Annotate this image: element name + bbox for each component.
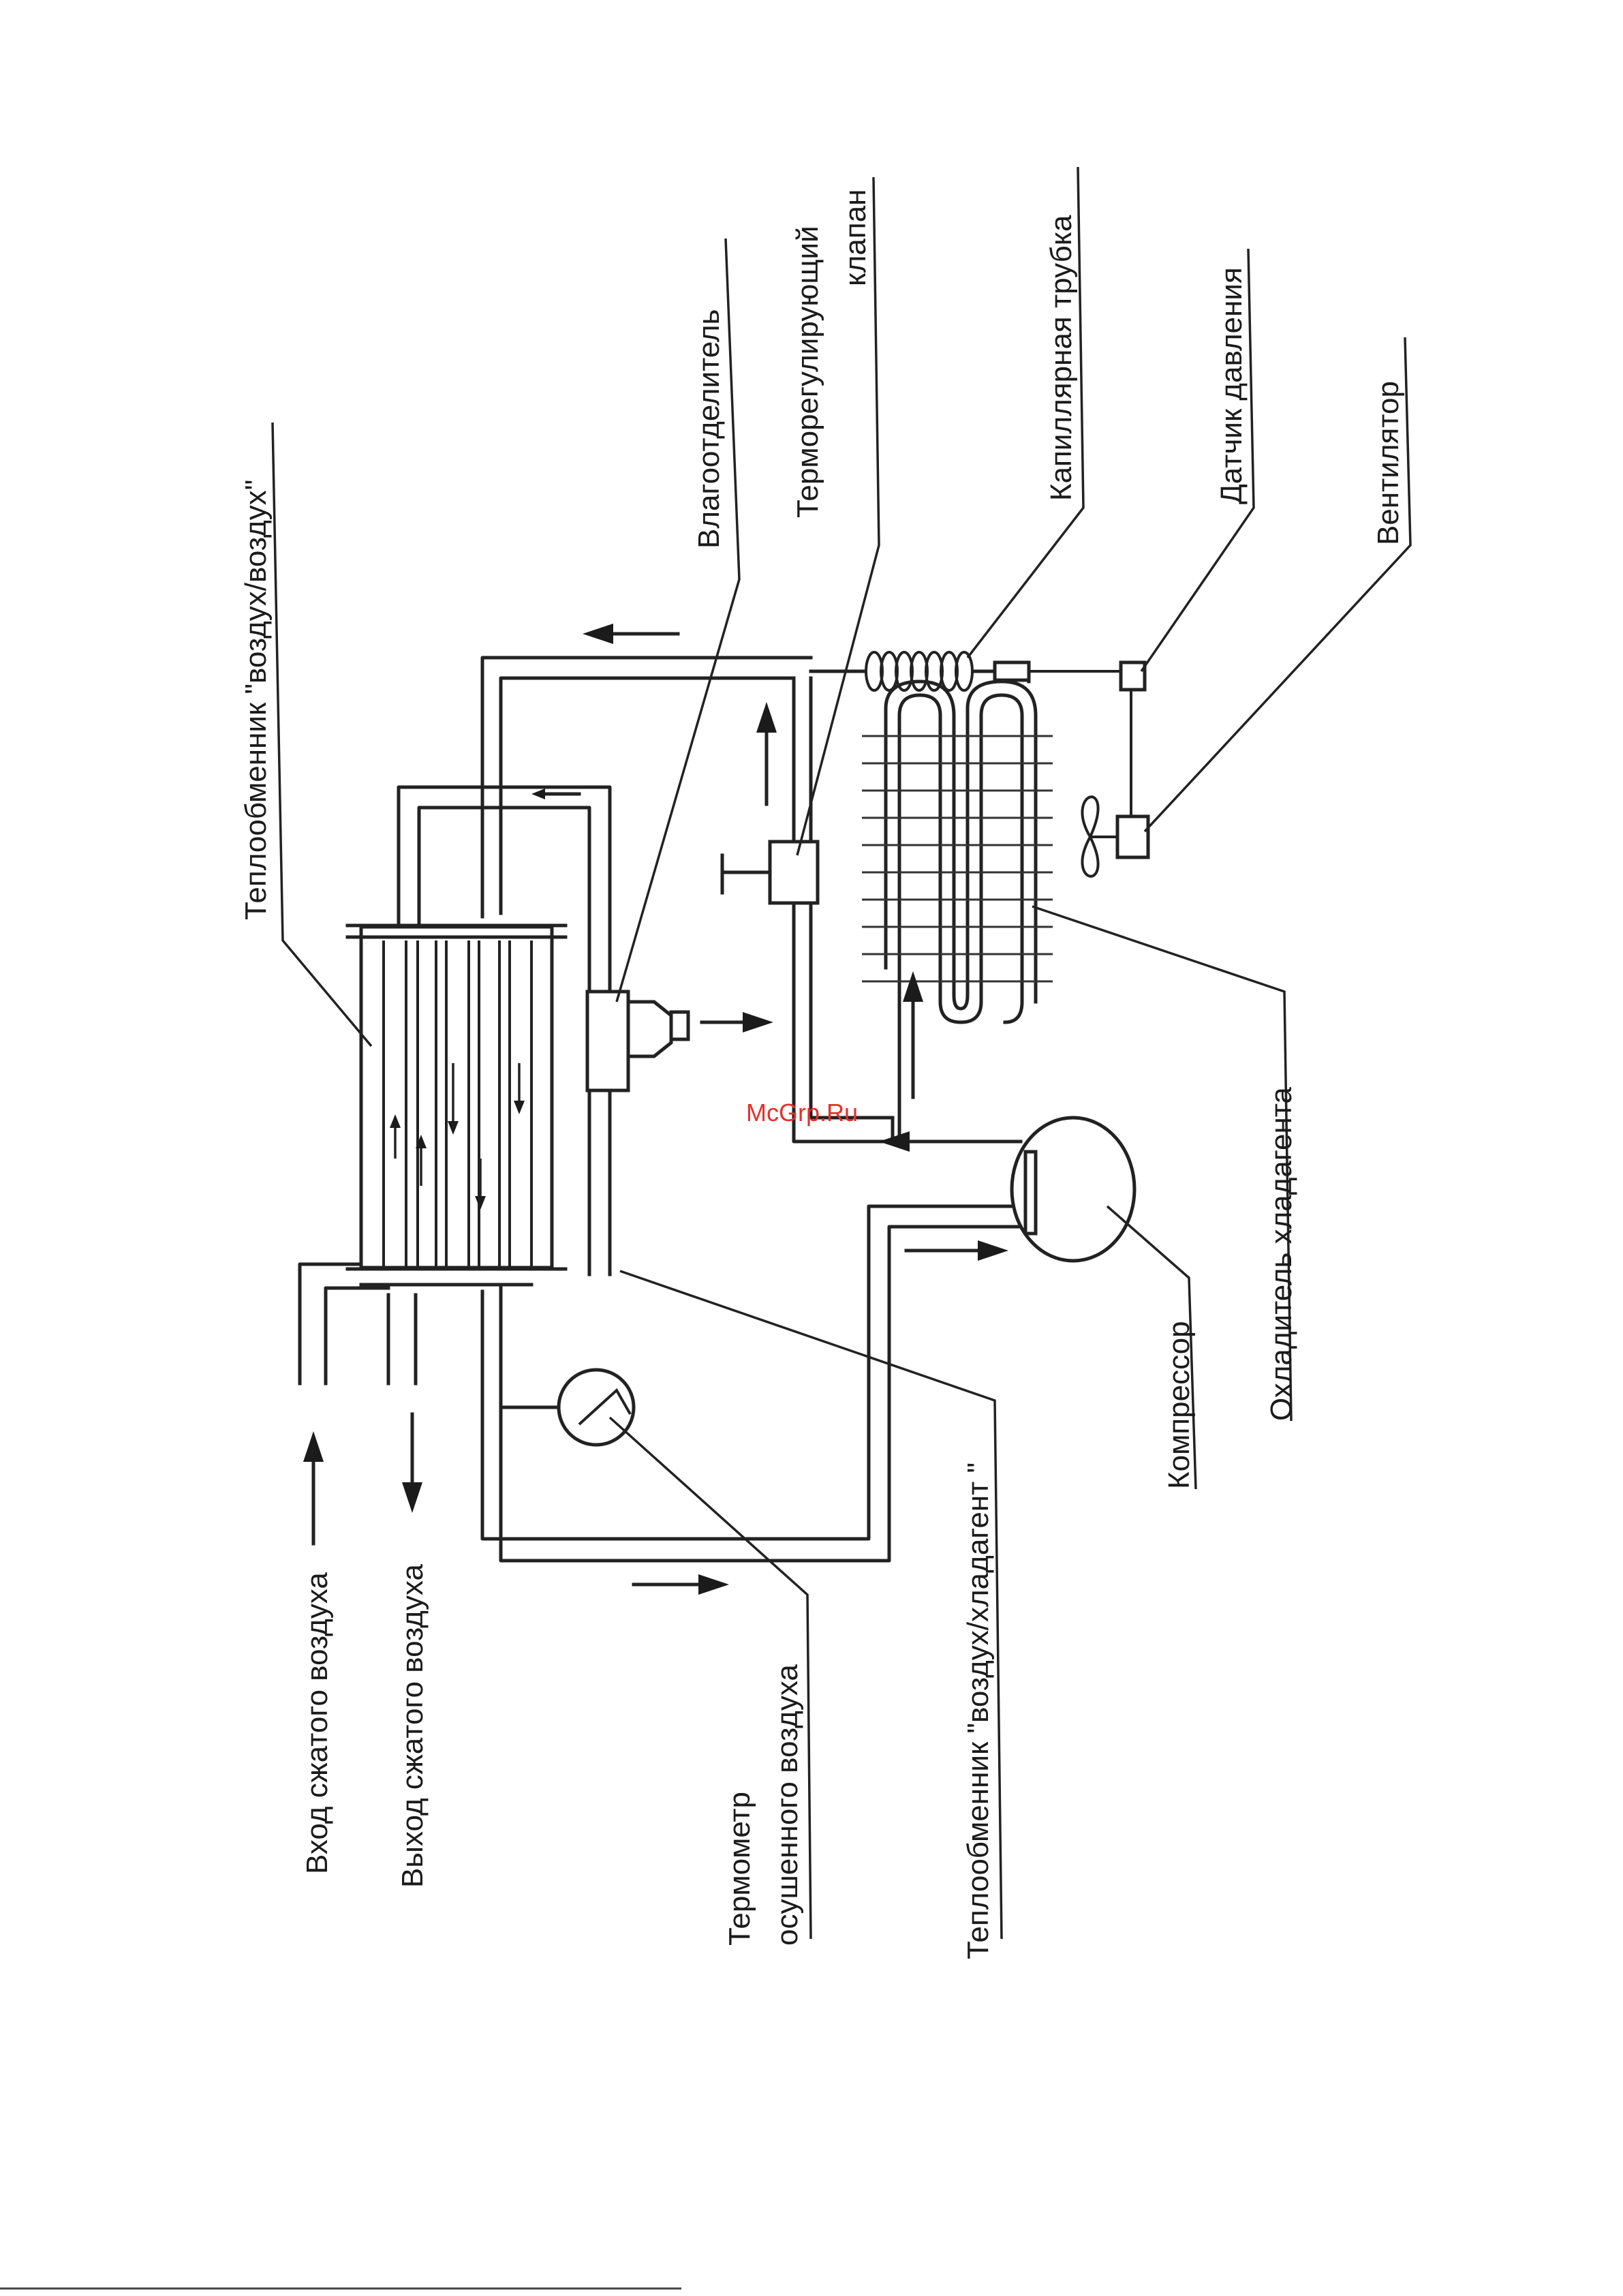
label-air-inlet: Вход сжатого воздуха (300, 1572, 334, 1874)
thermostatic-valve (722, 842, 818, 903)
refrigerant-cooler-coil (862, 682, 1053, 1022)
label-hx-air-air: Теплообменник "воздух/воздух" (239, 480, 273, 920)
label-compressor: Компрессор (1162, 1321, 1196, 1489)
pressure-sensor (1121, 662, 1145, 690)
label-hx-air-refrigerant: Теплообменник "воздух/хладагент " (961, 1463, 995, 1959)
compressor (1012, 1118, 1134, 1261)
watermark: McGrp.Ru (746, 1099, 858, 1127)
thermometer (559, 1370, 634, 1445)
capillary-coil (811, 652, 1029, 690)
heat-exchanger-body (347, 925, 566, 1285)
label-pressure-sensor: Датчик давления (1215, 267, 1248, 504)
label-separator: Влагоотделитель (692, 309, 726, 549)
label-refrigerant-cooler: Охладитель хладагента (1265, 1087, 1298, 1421)
fan (1082, 797, 1148, 876)
label-thermometer-2: осушенного воздуха (771, 1664, 804, 1946)
label-thermometer-1: Термометр (723, 1792, 756, 1946)
label-fan: Вентилятор (1372, 381, 1405, 545)
label-air-outlet: Выход сжатого воздуха (396, 1564, 429, 1888)
label-valve-1: Терморегулирующий (791, 226, 824, 518)
label-valve-2: клапан (839, 189, 872, 286)
moisture-separator (587, 992, 688, 1090)
label-capillary: Капиллярная трубка (1045, 215, 1078, 501)
